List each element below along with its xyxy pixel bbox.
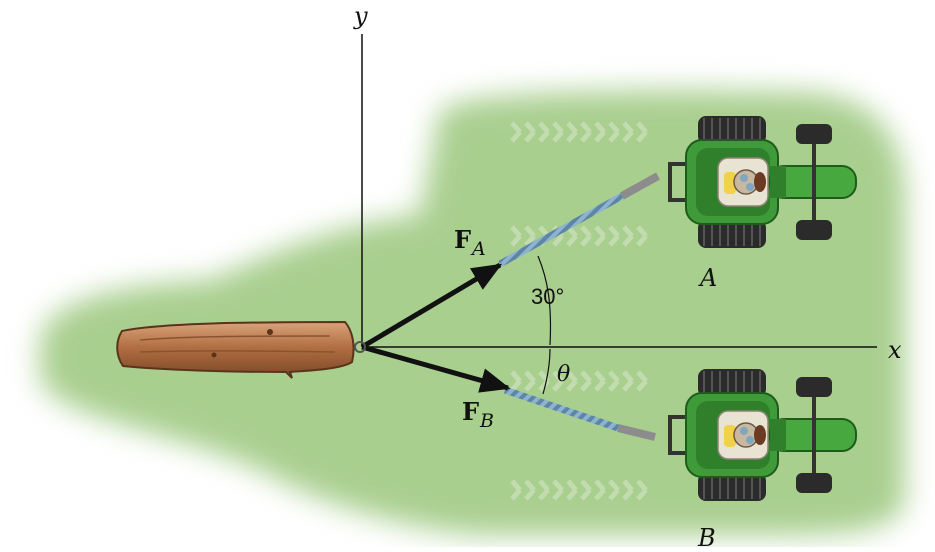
force-arrow-icon: [360, 262, 503, 350]
tractor-label-a: A: [700, 264, 718, 292]
hitch-ring: [354, 341, 366, 353]
tow-rope-icon: [498, 172, 660, 268]
angle-arc-b: [542, 348, 551, 395]
tractor-label-b: B: [698, 524, 716, 552]
force-subscript-b: B: [480, 410, 495, 432]
force-symbol-a: F: [454, 225, 472, 254]
force-label-b: FB: [462, 397, 494, 431]
log-icon: [116, 320, 355, 379]
x-axis-label: x: [888, 336, 902, 364]
force-label-a: FA: [454, 225, 486, 259]
force-subscript-a: A: [472, 238, 486, 260]
angle-label-b: θ: [557, 362, 571, 387]
force-arrow-icon: [361, 344, 511, 393]
tow-rope-icon: [503, 386, 656, 441]
y-axis-label: y: [354, 2, 368, 30]
angle-arc-a: [537, 255, 552, 346]
force-symbol-b: F: [462, 397, 480, 426]
angle-label-a: 30°: [531, 284, 565, 309]
